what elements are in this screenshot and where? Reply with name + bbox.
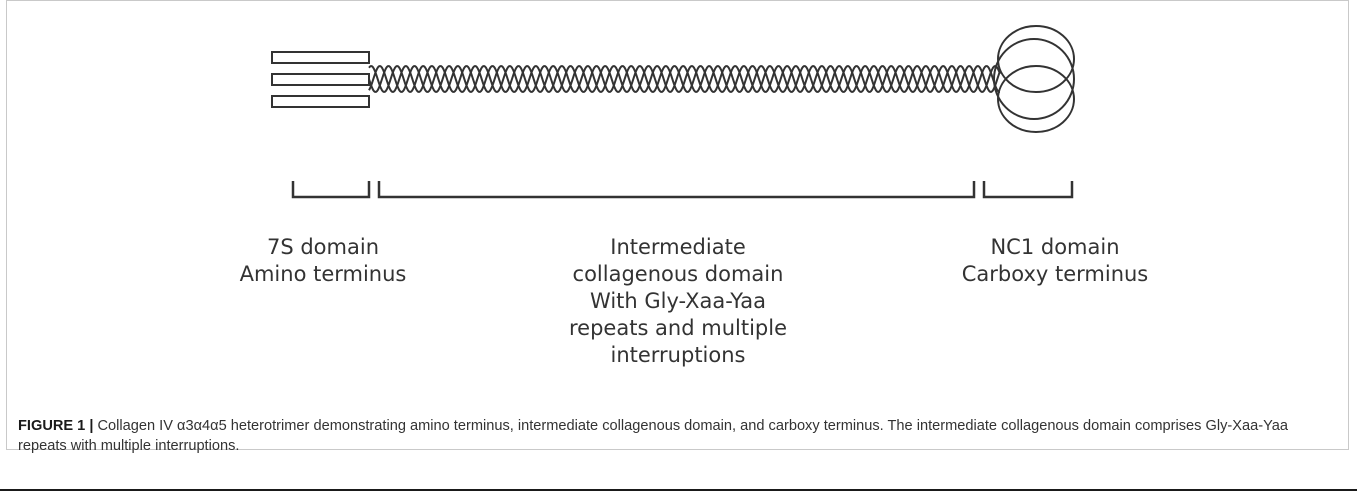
figure-caption: FIGURE 1 | Collagen IV α3α4α5 heterotrim… bbox=[18, 416, 1338, 456]
7s-domain-rods bbox=[271, 51, 370, 108]
label-collagenous-line4: repeats and multiple bbox=[569, 316, 787, 340]
nc1-globular-domain bbox=[993, 25, 1075, 133]
bracket-collagenous bbox=[377, 181, 976, 199]
label-collagenous-line3: With Gly-Xaa-Yaa bbox=[590, 289, 766, 313]
label-collagenous-domain: Intermediate collagenous domain With Gly… bbox=[528, 234, 828, 369]
triple-helix bbox=[368, 64, 1001, 94]
label-collagenous-line5: interruptions bbox=[610, 343, 746, 367]
rod-middle bbox=[271, 73, 370, 86]
label-nc1-line1: NC1 domain bbox=[990, 235, 1120, 259]
bracket-7s bbox=[291, 181, 371, 199]
label-nc1-domain: NC1 domain Carboxy terminus bbox=[925, 234, 1185, 288]
figure-frame bbox=[6, 0, 1349, 450]
bracket-nc1 bbox=[982, 181, 1074, 199]
nc1-lobe-bottom bbox=[997, 65, 1075, 133]
domain-brackets bbox=[291, 181, 1074, 199]
caption-text: Collagen IV α3α4α5 heterotrimer demonstr… bbox=[18, 418, 1288, 454]
helix-strand-b bbox=[368, 64, 1001, 94]
label-7s-line1: 7S domain bbox=[266, 235, 379, 259]
nc1-lobe-front bbox=[993, 38, 1075, 120]
figure-label: FIGURE 1 | bbox=[18, 418, 94, 434]
helix-strand-a bbox=[368, 65, 1000, 93]
nc1-lobe-back bbox=[997, 25, 1075, 93]
helix-strand-c bbox=[368, 64, 1001, 94]
bottom-rule bbox=[0, 489, 1357, 491]
label-7s-line2: Amino terminus bbox=[239, 262, 407, 286]
rod-bottom bbox=[271, 95, 370, 108]
label-collagenous-line2: collagenous domain bbox=[572, 262, 784, 286]
label-collagenous-line1: Intermediate bbox=[610, 235, 746, 259]
label-nc1-line2: Carboxy terminus bbox=[961, 262, 1149, 286]
rod-top bbox=[271, 51, 370, 64]
label-7s-domain: 7S domain Amino terminus bbox=[208, 234, 438, 288]
